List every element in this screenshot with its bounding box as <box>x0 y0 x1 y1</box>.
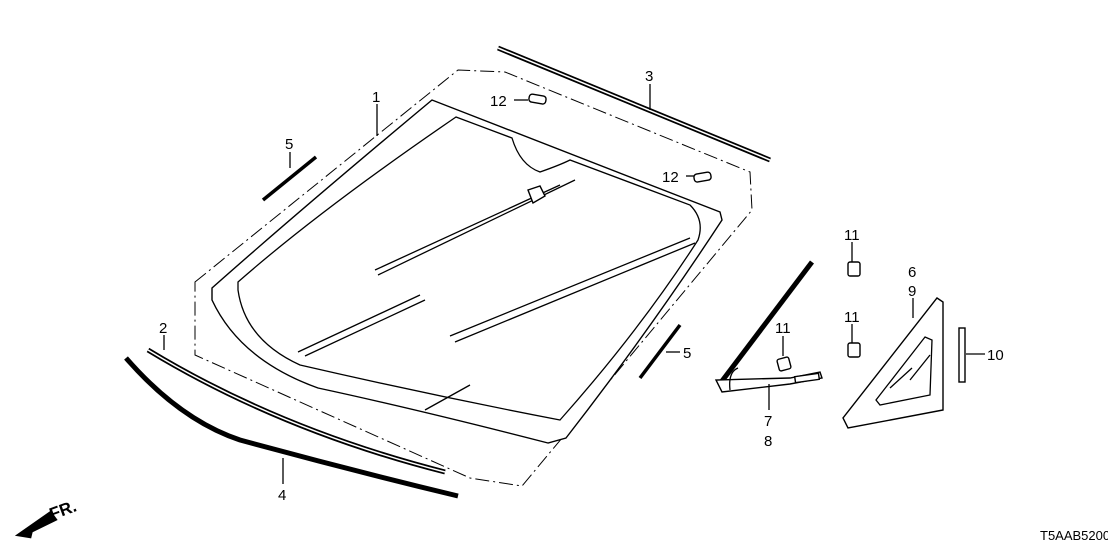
callout-3: 3 <box>645 68 653 85</box>
callout-8: 8 <box>764 433 772 450</box>
windshield-glass <box>211 99 723 444</box>
front-direction-indicator: FR. <box>14 497 79 539</box>
callout-11: 11 <box>844 309 860 326</box>
quarter-garnish <box>714 260 823 393</box>
dam-strip-5a <box>261 155 318 202</box>
dam-strip-5b <box>638 323 682 380</box>
quarter-glass <box>842 297 944 429</box>
lower-seal-4 <box>124 356 459 499</box>
front-label: FR. <box>47 497 79 524</box>
callout-11: 11 <box>844 227 860 244</box>
callout-5: 5 <box>285 136 293 153</box>
callout-7: 7 <box>764 413 772 430</box>
clip-part-11b <box>776 356 792 372</box>
callout-5: 5 <box>683 345 691 362</box>
callout-12: 12 <box>662 169 679 186</box>
callout-6: 6 <box>908 264 916 281</box>
callout-9: 9 <box>908 283 916 300</box>
leader-lines <box>163 84 985 484</box>
arrow-left-icon <box>14 510 58 539</box>
callout-11: 11 <box>775 320 791 337</box>
clip-part-12b <box>693 171 712 183</box>
callout-4: 4 <box>278 487 286 504</box>
clip-part-11a <box>847 261 861 277</box>
assembly-boundary <box>194 69 753 487</box>
diagram-code: T5AAB5200 <box>1040 528 1108 543</box>
seal-part-10 <box>958 327 966 383</box>
clip-part-12a <box>528 93 547 105</box>
clip-part-11c <box>847 342 861 358</box>
callout-1: 1 <box>372 89 380 106</box>
callout-12: 12 <box>490 93 507 110</box>
callout-2: 2 <box>159 320 167 337</box>
callout-10: 10 <box>987 347 1004 364</box>
